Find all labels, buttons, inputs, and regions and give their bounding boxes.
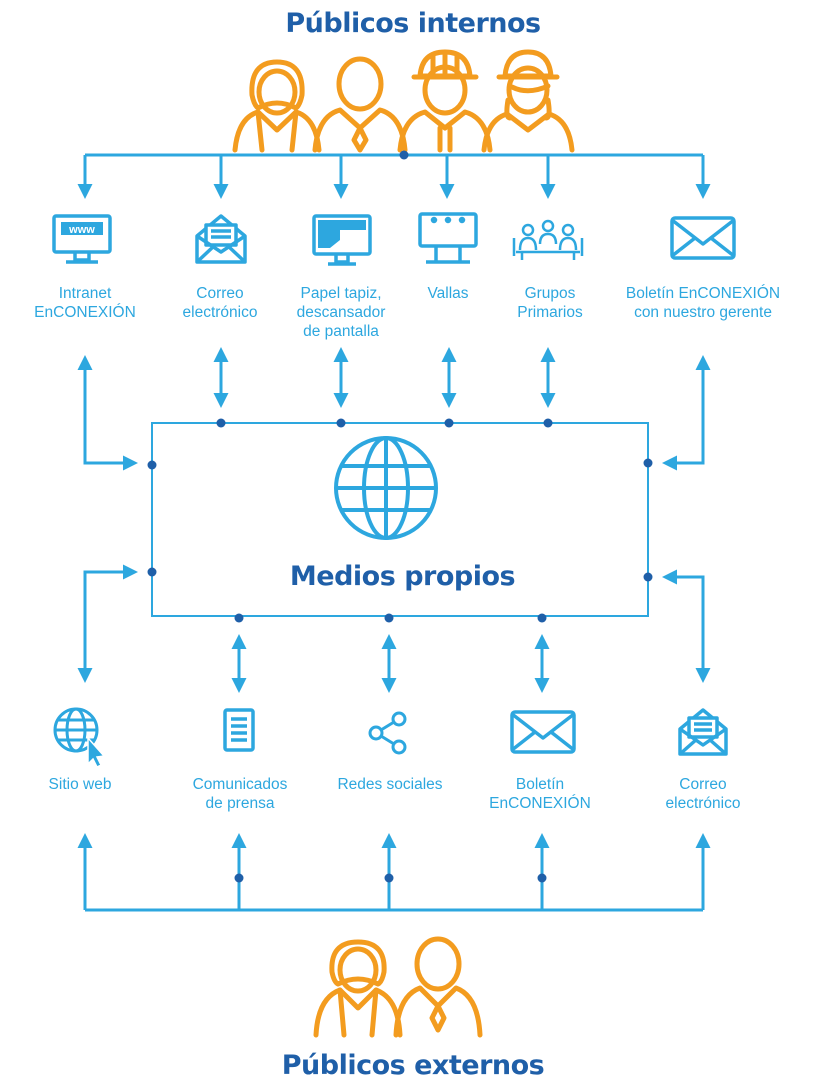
open-envelope-icon bbox=[195, 214, 247, 264]
central-frame bbox=[151, 422, 649, 617]
external-audience-title: Públicos externos bbox=[281, 1050, 545, 1081]
label-line: Intranet bbox=[58, 285, 112, 302]
central-title: Medios propios bbox=[289, 561, 516, 592]
internal-distribution-lines bbox=[77, 153, 711, 199]
label-line: Comunicados bbox=[192, 776, 288, 793]
monitor-wallpaper-icon bbox=[312, 214, 372, 266]
label-line: Boletín EnCONEXIÓN bbox=[625, 285, 781, 302]
label-line: Correo bbox=[196, 285, 244, 302]
label-line: Correo bbox=[679, 776, 727, 793]
label-line: Grupos bbox=[524, 285, 576, 302]
internal-channel-label: Vallas bbox=[408, 284, 488, 303]
external-channel-label: Comunicados de prensa bbox=[175, 775, 305, 813]
person-woman-icon bbox=[313, 939, 403, 1038]
external-channel-label: Redes sociales bbox=[320, 775, 460, 794]
person-man-icon bbox=[393, 936, 483, 1038]
www-monitor-icon bbox=[52, 214, 112, 264]
bottom-bus-dots bbox=[234, 873, 547, 883]
internal-channel-label: Papel tapiz, descansador de pantalla bbox=[281, 284, 401, 341]
label-line: con nuestro gerente bbox=[634, 304, 772, 321]
label-line: Sitio web bbox=[48, 776, 112, 793]
label-line: de pantalla bbox=[303, 323, 379, 340]
label-line: Boletín bbox=[515, 776, 565, 793]
internal-people-icon bbox=[232, 49, 575, 153]
open-envelope-icon bbox=[678, 708, 728, 756]
external-channel-label: Correo electrónico bbox=[640, 775, 766, 813]
internal-channel-label: Intranet EnCONEXIÓN bbox=[20, 284, 150, 322]
junction-dot bbox=[399, 150, 409, 160]
frame-dots-top bbox=[147, 418, 653, 470]
label-line: Papel tapiz, bbox=[300, 285, 382, 302]
person-woman-icon bbox=[232, 59, 322, 153]
label-line: Vallas bbox=[427, 285, 469, 302]
internal-channel-label: Boletín EnCONEXIÓN con nuestro gerente bbox=[603, 284, 803, 322]
external-people-icon bbox=[313, 936, 483, 1038]
label-line: EnCONEXIÓN bbox=[489, 795, 591, 812]
external-channel-label: Boletín EnCONEXIÓN bbox=[475, 775, 605, 813]
label-line: electrónico bbox=[182, 304, 258, 321]
internal-channel-label: Grupos Primarios bbox=[500, 284, 600, 322]
document-icon bbox=[223, 708, 255, 752]
globe-cursor-icon bbox=[53, 707, 106, 769]
envelope-icon bbox=[510, 710, 576, 754]
label-line: descansador bbox=[296, 304, 386, 321]
label-line: Redes sociales bbox=[337, 776, 443, 793]
www-text: www bbox=[68, 224, 95, 236]
envelope-icon bbox=[670, 216, 736, 260]
label-line: electrónico bbox=[665, 795, 741, 812]
globe-icon bbox=[334, 436, 438, 540]
internal-channel-label: Correo electrónico bbox=[160, 284, 280, 322]
label-line: Primarios bbox=[517, 304, 583, 321]
billboard-icon bbox=[418, 212, 478, 264]
external-feedback-lines bbox=[77, 564, 711, 693]
external-distribution-lines bbox=[77, 833, 711, 912]
person-woman-worker-icon bbox=[481, 49, 575, 153]
label-line: de prensa bbox=[205, 795, 275, 812]
external-channel-label: Sitio web bbox=[20, 775, 140, 794]
meeting-group-icon bbox=[512, 219, 584, 260]
label-line: EnCONEXIÓN bbox=[34, 304, 136, 321]
internal-feedback-lines bbox=[77, 347, 711, 471]
person-man-icon bbox=[312, 56, 408, 153]
share-icon bbox=[368, 711, 407, 755]
person-worker-icon bbox=[397, 49, 493, 153]
frame-dots-bottom bbox=[147, 567, 653, 623]
internal-audience-title: Públicos internos bbox=[285, 8, 541, 39]
